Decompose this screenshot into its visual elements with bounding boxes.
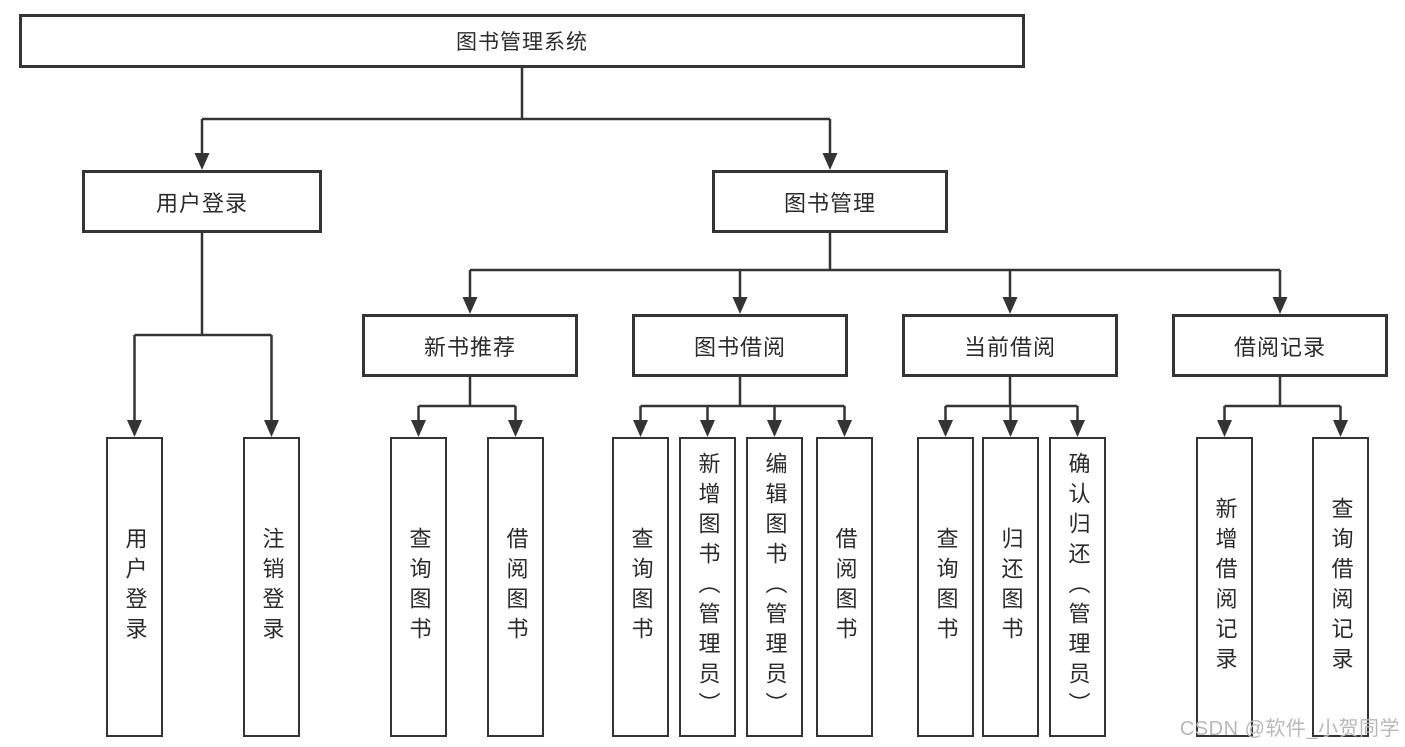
leaf-edit-book-admin: 编辑图书（管理员） <box>746 437 803 737</box>
arrow-down-icon <box>837 420 852 437</box>
arrow-down-icon <box>633 420 648 437</box>
arrow-down-icon <box>1002 297 1018 314</box>
node-label: 新书推荐 <box>423 334 516 360</box>
leaf-borrow-books-recommend: 借阅图书 <box>487 437 544 737</box>
node-book-borrowing: 图书借阅 <box>632 314 848 377</box>
arrow-down-icon <box>508 420 523 437</box>
node-label: 图书管理 <box>783 190 876 216</box>
node-label: 借阅记录 <box>1233 334 1326 360</box>
node-label: 图书管理系统 <box>456 31 588 54</box>
node-label: 查询图书 <box>406 527 432 647</box>
arrow-down-icon <box>1217 420 1232 437</box>
connector-lines <box>133 68 1342 423</box>
leaf-query-books-borrow: 查询图书 <box>612 437 669 737</box>
arrow-down-icon <box>700 420 715 437</box>
leaf-query-books-recommend: 查询图书 <box>390 437 447 737</box>
arrow-down-icon <box>1333 420 1348 437</box>
leaf-add-borrow-record: 新增借阅记录 <box>1196 437 1253 737</box>
node-book-management-system: 图书管理系统 <box>19 14 1025 68</box>
leaf-query-books-current: 查询图书 <box>917 437 974 737</box>
node-book-management: 图书管理 <box>712 170 948 233</box>
node-label: 归还图书 <box>998 527 1024 647</box>
node-borrowing-records: 借阅记录 <box>1172 314 1388 377</box>
node-label: 注销登录 <box>259 527 285 647</box>
arrow-down-icon <box>411 420 426 437</box>
arrow-down-icon <box>767 420 782 437</box>
node-current-borrowing: 当前借阅 <box>902 314 1118 377</box>
node-label: 查询借阅记录 <box>1328 497 1354 677</box>
arrow-down-icon <box>194 153 210 170</box>
arrow-down-icon <box>1272 297 1288 314</box>
node-label: 查询图书 <box>933 527 959 647</box>
leaf-query-borrow-record: 查询借阅记录 <box>1312 437 1369 737</box>
arrow-down-icon <box>938 420 953 437</box>
arrow-down-icon <box>732 297 748 314</box>
node-label: 用户登录 <box>155 190 248 216</box>
node-label: 借阅图书 <box>503 527 529 647</box>
leaf-return-book: 归还图书 <box>982 437 1039 737</box>
leaf-confirm-return-admin: 确认归还（管理员） <box>1049 437 1106 737</box>
leaf-add-book-admin: 新增图书（管理员） <box>679 437 736 737</box>
node-label: 新增借阅记录 <box>1212 497 1238 677</box>
node-label: 新增图书（管理员） <box>695 452 721 722</box>
leaf-logout: 注销登录 <box>243 437 300 737</box>
arrow-down-icon <box>822 153 838 170</box>
leaf-borrow-books: 借阅图书 <box>816 437 873 737</box>
arrow-down-icon <box>1003 420 1018 437</box>
node-label: 当前借阅 <box>963 334 1056 360</box>
leaf-user-login: 用户登录 <box>106 437 163 737</box>
arrow-down-icon <box>1070 420 1085 437</box>
node-user-login: 用户登录 <box>82 170 322 233</box>
watermark: CSDN @软件_小贺同学 <box>1179 718 1400 740</box>
node-label: 确认归还（管理员） <box>1065 452 1091 722</box>
node-label: 图书借阅 <box>693 334 786 360</box>
arrow-down-icon <box>462 297 478 314</box>
node-label: 编辑图书（管理员） <box>762 452 788 722</box>
node-label: 用户登录 <box>122 527 148 647</box>
arrow-down-icon <box>264 420 279 437</box>
node-new-book-recommend: 新书推荐 <box>362 314 578 377</box>
arrow-down-icon <box>127 420 142 437</box>
node-label: 借阅图书 <box>832 527 858 647</box>
node-label: 查询图书 <box>628 527 654 647</box>
